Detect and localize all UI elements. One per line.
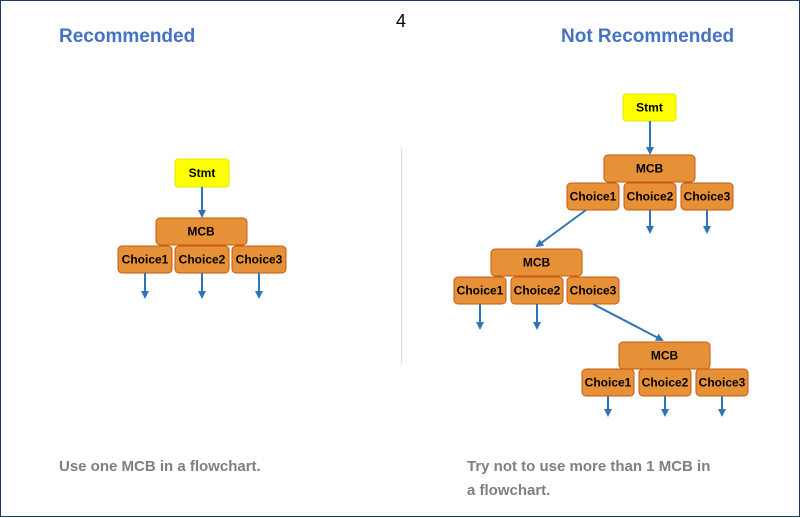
- right-mcb1-node: MCB: [603, 154, 696, 183]
- left-choice1-label: Choice1: [122, 253, 169, 267]
- center-divider: [401, 149, 402, 363]
- not-recommended-caption-line2: a flowchart.: [467, 482, 551, 499]
- right-mcb2-choice1-label: Choice1: [457, 284, 504, 298]
- not-recommended-caption: Try not to use more than 1 MCB in a flow…: [467, 455, 710, 503]
- right-mcb3-label: MCB: [651, 349, 679, 363]
- right-mcb3-choice3-node: Choice3: [695, 368, 749, 397]
- left-choice3-node: Choice3: [231, 245, 287, 274]
- right-mcb1-choice1-arrow: [535, 209, 587, 248]
- right-mcb2-choice3-node: Choice3: [566, 276, 620, 305]
- right-mcb1-choice2-label: Choice2: [627, 190, 674, 204]
- right-mcb3-choice1-label: Choice1: [585, 376, 632, 390]
- not-recommended-heading: Not Recommended: [561, 26, 735, 47]
- right-mcb1-label: MCB: [636, 162, 664, 176]
- not-recommended-caption-line1: Try not to use more than 1 MCB in: [467, 458, 711, 475]
- right-mcb2-choice2-node: Choice2: [510, 276, 564, 305]
- page-number: 4: [395, 11, 406, 31]
- right-mcb3-choice1-node: Choice1: [581, 368, 635, 397]
- left-mcb-node: MCB: [155, 217, 248, 246]
- right-stmt-label: Stmt: [636, 101, 663, 115]
- recommended-heading: Recommended: [59, 26, 196, 47]
- right-mcb3-choice2-node: Choice2: [638, 368, 692, 397]
- right-mcb2-choice3-arrow: [592, 303, 664, 341]
- left-stmt-label: Stmt: [189, 166, 216, 180]
- left-choice3-label: Choice3: [236, 253, 283, 267]
- right-mcb1-choice1-node: Choice1: [566, 182, 620, 211]
- right-mcb2-node: MCB: [490, 248, 583, 277]
- right-mcb2-choice2-label: Choice2: [514, 284, 561, 298]
- right-mcb3-choice3-label: Choice3: [699, 376, 746, 390]
- left-choice1-node: Choice1: [117, 245, 173, 274]
- right-mcb3-choice2-label: Choice2: [642, 376, 689, 390]
- left-choice2-label: Choice2: [179, 253, 226, 267]
- right-stmt-node: Stmt: [622, 93, 677, 122]
- right-mcb2-choice1-node: Choice1: [453, 276, 507, 305]
- left-stmt-node: Stmt: [174, 158, 230, 188]
- right-mcb1-choice2-node: Choice2: [623, 182, 677, 211]
- recommended-caption: Use one MCB in a flowchart.: [59, 458, 261, 475]
- right-mcb1-choice3-label: Choice3: [684, 190, 731, 204]
- right-mcb1-choice3-node: Choice3: [680, 182, 734, 211]
- right-mcb3-node: MCB: [618, 341, 711, 370]
- left-mcb-label: MCB: [187, 225, 215, 239]
- left-choice2-node: Choice2: [174, 245, 230, 274]
- right-mcb2-label: MCB: [523, 256, 551, 270]
- right-mcb1-choice1-label: Choice1: [570, 190, 617, 204]
- right-mcb2-choice3-label: Choice3: [570, 284, 617, 298]
